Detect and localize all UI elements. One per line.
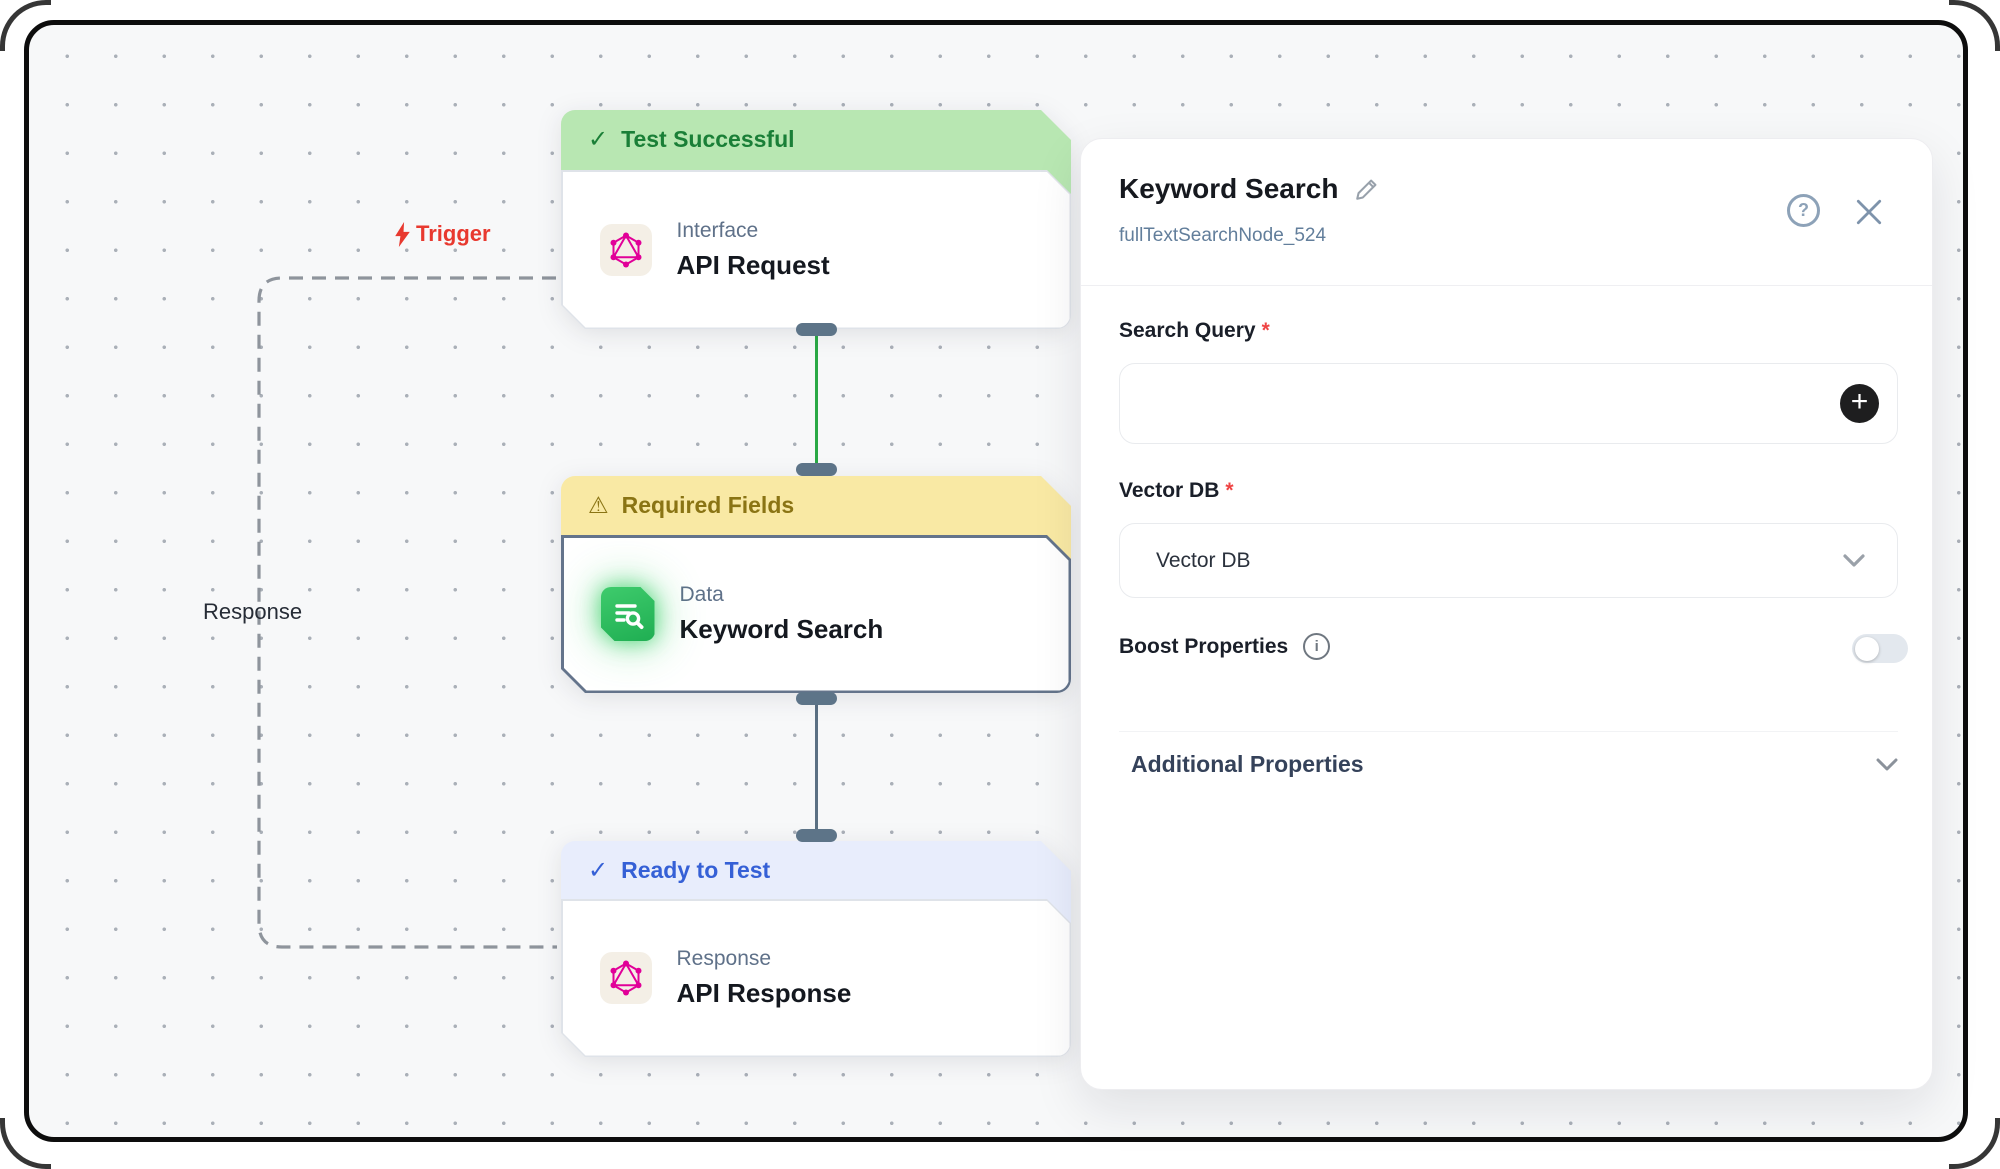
node-category: Response <box>676 947 772 970</box>
graphql-icon <box>600 224 652 276</box>
connection-handle[interactable] <box>796 463 837 476</box>
search-query-label: Search Query* <box>1119 319 1270 342</box>
lightning-icon <box>395 221 410 247</box>
chevron-down-icon <box>1843 553 1865 567</box>
additional-properties-section[interactable]: Additional Properties <box>1131 751 1898 778</box>
divider <box>1119 731 1898 732</box>
trigger-label-text: Trigger <box>416 221 491 246</box>
boost-properties-label: Boost Properties <box>1119 634 1289 658</box>
check-icon: ✓ <box>588 857 609 884</box>
connection-handle[interactable] <box>796 323 837 336</box>
vector-db-select[interactable]: Vector DB <box>1119 523 1898 598</box>
node-title: API Request <box>676 249 830 280</box>
node-title: API Response <box>676 978 852 1008</box>
node-category: Interface <box>676 218 759 242</box>
node-status-text: Ready to Test <box>621 857 771 883</box>
plus-icon: + <box>1850 385 1869 418</box>
node-keyword-search[interactable]: ⚠ Required Fields <box>561 476 1071 693</box>
additional-properties-label: Additional Properties <box>1131 751 1364 777</box>
node-body: Interface API Request <box>561 170 1071 329</box>
graphql-icon <box>600 952 652 1004</box>
node-api-request[interactable]: ✓ Test Successful <box>561 110 1071 329</box>
keyword-search-icon <box>601 587 655 641</box>
node-id-label: fullTextSearchNode_524 <box>1119 225 1327 246</box>
node-status-text: Required Fields <box>621 492 795 518</box>
required-marker: * <box>1225 479 1234 502</box>
vector-db-label: Vector DB* <box>1119 479 1234 502</box>
help-icon: ? <box>1798 200 1809 220</box>
help-button[interactable]: ? <box>1787 194 1820 227</box>
node-body: Data Keyword Search <box>561 535 1071 693</box>
vector-db-selected-value: Vector DB <box>1156 548 1251 572</box>
edit-pencil-icon[interactable] <box>1354 176 1380 202</box>
node-category: Data <box>679 583 724 606</box>
close-icon <box>1856 199 1882 225</box>
node-api-response[interactable]: ✓ Ready to Test <box>561 841 1071 1057</box>
add-variable-button[interactable]: + <box>1840 384 1879 423</box>
node-body: Response API Response <box>561 899 1071 1057</box>
boost-properties-toggle[interactable] <box>1852 634 1908 663</box>
connection-handle[interactable] <box>796 829 837 842</box>
divider <box>1081 285 1932 286</box>
chevron-down-icon <box>1876 758 1898 770</box>
connection-handle[interactable] <box>796 692 837 705</box>
node-title: Keyword Search <box>679 614 884 644</box>
trigger-edge-label: Trigger <box>394 221 491 247</box>
node-status-text: Test Successful <box>621 126 795 152</box>
panel-title: Keyword Search <box>1119 173 1339 204</box>
required-marker: * <box>1261 319 1270 342</box>
warning-icon: ⚠ <box>588 492 609 518</box>
close-panel-button[interactable] <box>1854 197 1884 227</box>
toggle-knob <box>1854 636 1879 661</box>
node-config-panel: Keyword Search fullTextSearchNode_524 ? … <box>1080 138 1933 1090</box>
edge-line-green <box>815 330 818 468</box>
edge-line-slate <box>815 699 818 834</box>
response-edge-label: Response <box>203 599 303 624</box>
search-query-input[interactable] <box>1119 363 1898 444</box>
check-icon: ✓ <box>588 126 609 153</box>
info-icon[interactable]: i <box>1303 633 1331 660</box>
